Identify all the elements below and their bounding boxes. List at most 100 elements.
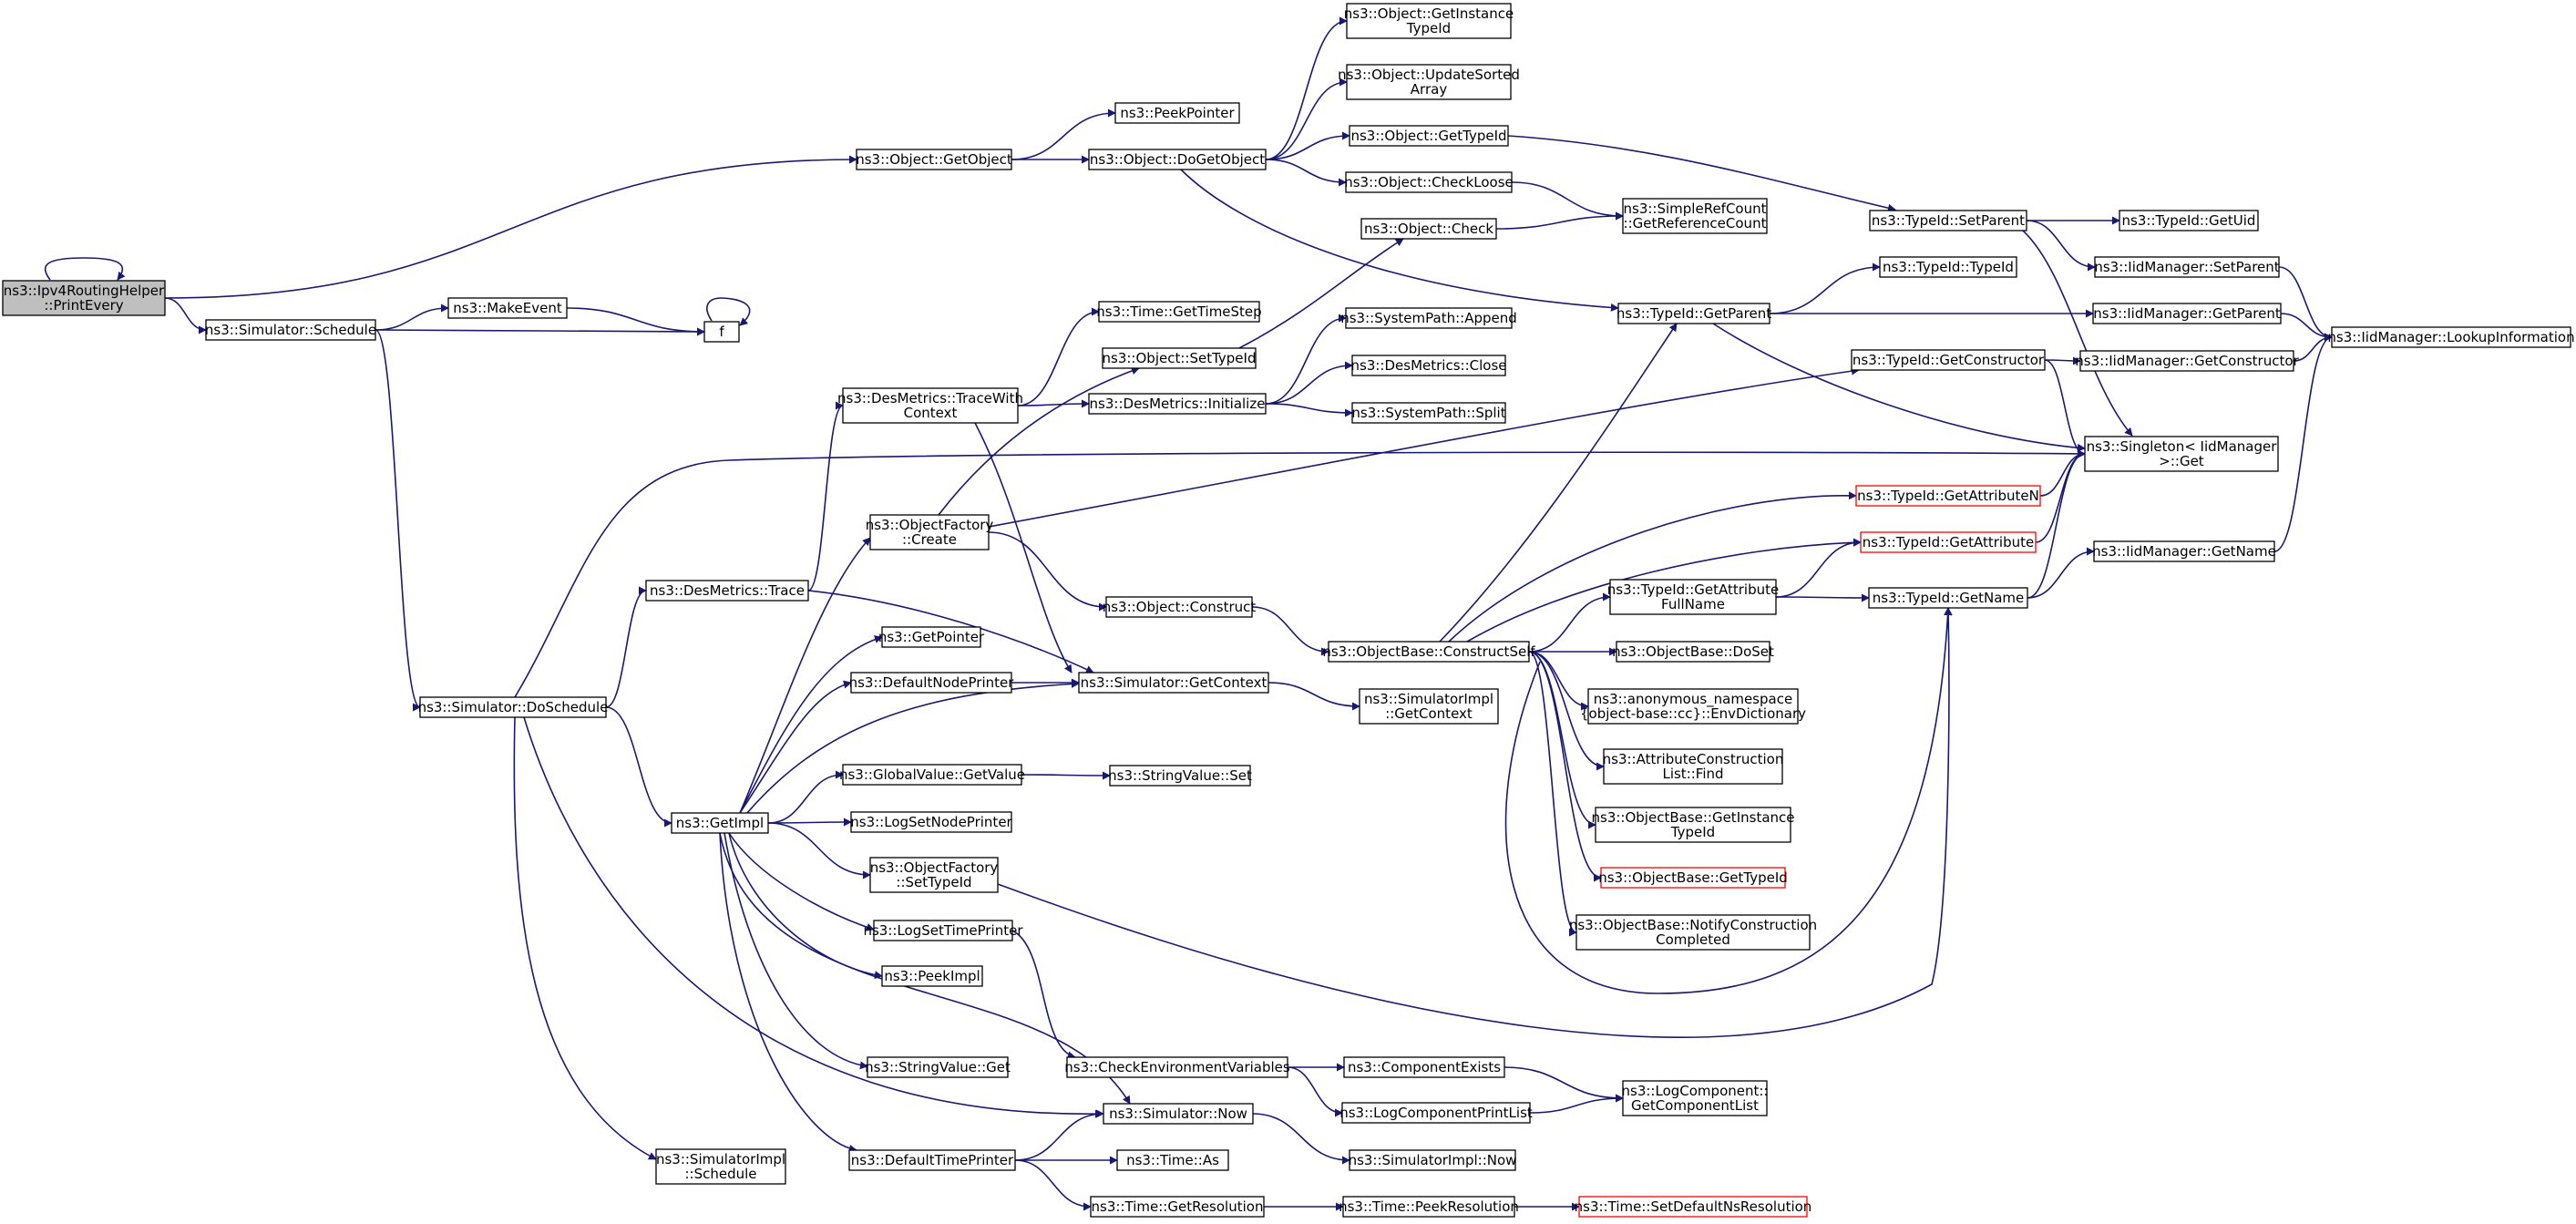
node-sim-now[interactable]: ns3::Simulator::Now — [1103, 1103, 1254, 1125]
node-iid-setparent[interactable]: ns3::IidManager::SetParent — [2094, 256, 2280, 278]
node-objfactory-create[interactable]: ns3::ObjectFactory::Create — [866, 514, 994, 550]
node-label-line: ns3::ObjectBase::ConstructSelf — [1322, 643, 1535, 660]
node-time-setdefaultns[interactable]: ns3::Time::SetDefaultNsResolution — [1575, 1196, 1812, 1218]
node-label-line: ns3::TypeId::GetAttributeN — [1857, 488, 2039, 504]
edge-objbase_constructself-to-typeid_getattr_fullname — [1528, 592, 1611, 653]
node-box — [1346, 64, 1512, 100]
node-label-line: ns3::DesMetrics::Initialize — [1090, 396, 1266, 412]
node-box — [1860, 531, 2037, 553]
node-label-line: ns3::Simulator::DoSchedule — [418, 699, 609, 715]
node-syspath-split[interactable]: ns3::SystemPath::Split — [1351, 402, 1506, 424]
node-make-event[interactable]: ns3::MakeEvent — [447, 297, 568, 319]
node-logcomp-printlist[interactable]: ns3::LogComponentPrintList — [1339, 1102, 1533, 1124]
node-box — [1088, 393, 1267, 415]
node-default-node-printer[interactable]: ns3::DefaultNodePrinter — [849, 672, 1015, 694]
node-obj-construct[interactable]: ns3::Object::Construct — [1103, 596, 1257, 618]
node-label-line: ns3::DesMetrics::Close — [1351, 357, 1507, 374]
edge-root-to-sim_schedule — [164, 297, 207, 334]
node-time-as[interactable]: ns3::Time::As — [1116, 1149, 1229, 1171]
node-typeid-getattrn[interactable]: ns3::TypeId::GetAttributeN — [1855, 485, 2041, 507]
node-obj-get-typeid[interactable]: ns3::Object::GetTypeId — [1349, 125, 1509, 147]
node-objbase-gettypeid[interactable]: ns3::ObjectBase::GetTypeId — [1598, 867, 1788, 889]
edge-default_time_printer-to-sim_now — [1014, 1109, 1104, 1161]
node-logcomp-getlist[interactable]: ns3::LogComponent::GetComponentList — [1622, 1080, 1769, 1116]
node-desm-init[interactable]: ns3::DesMetrics::Initialize — [1088, 393, 1267, 415]
call-nodes: ns3::Ipv4RoutingHelper::PrintEveryns3::S… — [2, 3, 2575, 1218]
node-label-line: ns3::IidManager::LookupInformation — [2327, 329, 2574, 345]
node-typeid-setparent[interactable]: ns3::TypeId::SetParent — [1869, 210, 2027, 231]
node-typeid-getparent[interactable]: ns3::TypeId::GetParent — [1616, 303, 1771, 324]
node-peek-impl[interactable]: ns3::PeekImpl — [881, 965, 983, 987]
node-stringvalue-set[interactable]: ns3::StringValue::Set — [1108, 765, 1252, 787]
node-sim-doschedule[interactable]: ns3::Simulator::DoSchedule — [418, 696, 609, 718]
node-typeid-getname[interactable]: ns3::TypeId::GetName — [1868, 587, 2028, 609]
node-box — [1617, 303, 1770, 324]
node-component-exists[interactable]: ns3::ComponentExists — [1343, 1056, 1505, 1078]
edge-logcomp_printlist-to-logcomp_getlist — [1529, 1094, 1624, 1114]
node-obj-check[interactable]: ns3::Object::Check — [1360, 218, 1497, 240]
node-time-peekresolution[interactable]: ns3::Time::PeekResolution — [1339, 1196, 1519, 1218]
node-simimpl-getcontext[interactable]: ns3::SimulatorImpl::GetContext — [1359, 688, 1499, 725]
node-simimpl-now[interactable]: ns3::SimulatorImpl::Now — [1349, 1149, 1517, 1171]
node-default-time-printer[interactable]: ns3::DefaultTimePrinter — [848, 1149, 1016, 1171]
node-get-object[interactable]: ns3::Object::GetObject — [856, 149, 1012, 170]
node-sim-schedule[interactable]: ns3::Simulator::Schedule — [205, 319, 376, 341]
node-typeid-getctor[interactable]: ns3::TypeId::GetConstructor — [1851, 349, 2046, 371]
node-label-line: List::Find — [1662, 766, 1723, 782]
node-iid-getctor[interactable]: ns3::IidManager::GetConstructor — [2075, 350, 2300, 372]
node-typeid-typeid[interactable]: ns3::TypeId::TypeId — [1879, 256, 2017, 278]
node-box — [703, 321, 740, 343]
node-box — [1343, 1056, 1505, 1078]
node-stringvalue-get[interactable]: ns3::StringValue::Get — [865, 1056, 1011, 1078]
node-log-settimeprinter[interactable]: ns3::LogSetTimePrinter — [863, 920, 1023, 941]
node-box — [2079, 350, 2294, 372]
node-anon-envdict[interactable]: ns3::anonymous_namespace{object-base::cc… — [1580, 688, 1806, 725]
node-objfactory-settypeid[interactable]: ns3::ObjectFactory::SetTypeId — [869, 857, 999, 893]
node-refcount[interactable]: ns3::SimpleRefCount::GetReferenceCount — [1622, 198, 1768, 234]
node-globalvalue-getvalue[interactable]: ns3::GlobalValue::GetValue — [839, 764, 1025, 786]
node-objbase-notify[interactable]: ns3::ObjectBase::NotifyConstructionCompl… — [1569, 914, 1817, 951]
node-do-get-object[interactable]: ns3::Object::DoGetObject — [1088, 149, 1267, 170]
edge-obj_get_typeid-to-typeid_setparent — [1507, 135, 1896, 212]
node-simimpl-schedule[interactable]: ns3::SimulatorImpl::Schedule — [655, 1148, 786, 1185]
node-obj-settypeid[interactable]: ns3::Object::SetTypeId — [1102, 347, 1257, 369]
node-f[interactable]: f — [703, 321, 740, 343]
node-log-setnodeprinter[interactable]: ns3::LogSetNodePrinter — [850, 811, 1013, 833]
node-singleton-get[interactable]: ns3::Singleton< IidManager>::Get — [2084, 436, 2279, 472]
node-objbase-doset[interactable]: ns3::ObjectBase::DoSet — [1612, 641, 1774, 663]
node-box — [1116, 1149, 1229, 1171]
node-typeid-getuid[interactable]: ns3::TypeId::GetUid — [2119, 210, 2259, 231]
node-iid-getparent[interactable]: ns3::IidManager::GetParent — [2092, 303, 2282, 324]
node-iid-lookup[interactable]: ns3::IidManager::LookupInformation — [2327, 326, 2575, 348]
node-label-line: ns3::SystemPath::Split — [1351, 405, 1505, 421]
node-peek-pointer[interactable]: ns3::PeekPointer — [1114, 102, 1240, 124]
node-get-pointer[interactable]: ns3::GetPointer — [878, 626, 985, 648]
node-check-env[interactable]: ns3::CheckEnvironmentVariables — [1064, 1056, 1290, 1078]
node-syspath-append[interactable]: ns3::SystemPath::Append — [1340, 307, 1517, 329]
node-get-impl[interactable]: ns3::GetImpl — [671, 812, 769, 834]
node-time-gettimestep[interactable]: ns3::Time::GetTimeStep — [1096, 301, 1262, 323]
node-desm-trace[interactable]: ns3::DesMetrics::Trace — [645, 580, 809, 602]
edge-typeid_getname-to-iid_getname — [2027, 547, 2095, 599]
edge-root-to-get_object — [164, 155, 857, 299]
node-label-line: ns3::TypeId::GetUid — [2122, 212, 2256, 229]
node-box — [881, 965, 983, 987]
node-check-loose[interactable]: ns3::Object::CheckLoose — [1344, 171, 1514, 193]
node-iid-getname[interactable]: ns3::IidManager::GetName — [2092, 540, 2276, 562]
node-box — [2, 280, 166, 316]
edge-desm_tracewith-to-sim_getcontext — [974, 422, 1072, 674]
node-label-line: ns3::Object::DoGetObject — [1090, 151, 1265, 168]
node-desm-close[interactable]: ns3::DesMetrics::Close — [1351, 355, 1507, 376]
node-sim-getcontext[interactable]: ns3::Simulator::GetContext — [1078, 672, 1269, 694]
edge-get_impl-to-sim_getcontext — [746, 679, 1080, 814]
edge-get_impl-to-objfactory_settypeid — [767, 822, 871, 879]
node-typeid-getattr[interactable]: ns3::TypeId::GetAttribute — [1860, 531, 2037, 553]
node-time-getresolution[interactable]: ns3::Time::GetResolution — [1090, 1196, 1265, 1218]
node-objbase-constructself[interactable]: ns3::ObjectBase::ConstructSelf — [1322, 641, 1535, 663]
